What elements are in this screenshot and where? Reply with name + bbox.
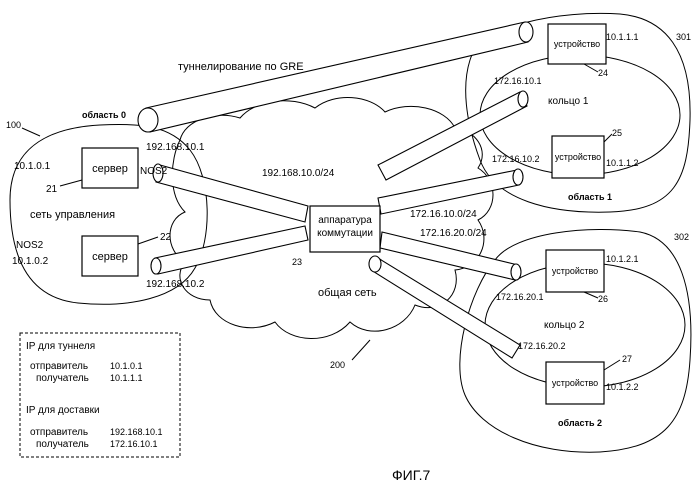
device27-label: устройство <box>552 378 598 388</box>
area1-ref: 301 <box>676 32 691 42</box>
device27-ref: 27 <box>622 354 632 364</box>
server1-netip: 192.168.10.1 <box>146 142 205 153</box>
device25-ip: 10.1.1.2 <box>606 158 639 168</box>
device24-ref: 24 <box>598 68 608 78</box>
area2-ref: 302 <box>674 232 689 242</box>
server2-ip: 10.1.0.2 <box>12 256 49 267</box>
server2-nos: NOS2 <box>16 240 44 251</box>
device26-label: устройство <box>552 266 598 276</box>
switch-label-1: аппаратура <box>318 215 372 226</box>
server1-ref: 21 <box>46 184 58 195</box>
public-network-ref-leader <box>352 340 370 360</box>
public-network-label: общая сеть <box>318 287 377 299</box>
legend-delivery-receiver-label: получатель <box>36 439 89 450</box>
legend-tunnel-title: IP для туннеля <box>26 341 95 352</box>
device24-label: устройство <box>554 39 600 49</box>
subnet-mgmt: 192.168.10.0/24 <box>262 168 335 179</box>
legend-tunnel-sender-label: отправитель <box>30 361 88 372</box>
legend-tunnel-receiver: 10.1.1.1 <box>110 373 143 383</box>
device26-ref: 26 <box>598 294 608 304</box>
server1-nos: NOS2 <box>140 166 168 177</box>
figure-caption: ФИГ.7 <box>392 467 430 483</box>
area0-ref: 100 <box>6 120 21 130</box>
ring1-label: кольцо 1 <box>548 96 589 107</box>
device25-ref-leader <box>604 134 612 142</box>
management-label: сеть управления <box>30 209 115 221</box>
device25-label: устройство <box>555 152 601 162</box>
area0-label: область 0 <box>82 110 126 120</box>
switch-label-2: коммутации <box>317 228 373 239</box>
subnet-ring2: 172.16.20.0/24 <box>420 228 487 239</box>
device26-ref-leader <box>584 292 598 298</box>
link-server2 <box>151 226 308 274</box>
server2-netip: 192.168.10.2 <box>146 279 205 290</box>
device24-ringip: 172.16.10.1 <box>494 76 542 86</box>
device24-ref-leader <box>584 64 598 72</box>
area1-label: область 1 <box>568 192 612 202</box>
legend-delivery-title: IP для доставки <box>26 405 100 416</box>
device25-ringip: 172.16.10.2 <box>492 154 540 164</box>
legend-delivery-receiver: 172.16.10.1 <box>110 439 158 449</box>
server1-label: сервер <box>92 163 128 175</box>
server2-ref-leader <box>138 237 158 244</box>
legend-tunnel-receiver-label: получатель <box>36 373 89 384</box>
device25-ref: 25 <box>612 128 622 138</box>
tunnel-label: туннелирование по GRE <box>178 61 304 73</box>
device27-ref-leader <box>604 360 620 370</box>
legend-delivery-sender: 192.168.10.1 <box>110 427 163 437</box>
public-network-ref: 200 <box>330 360 345 370</box>
device24-ip: 10.1.1.1 <box>606 32 639 42</box>
server2-label: сервер <box>92 251 128 263</box>
area0-ref-leader <box>22 128 40 136</box>
subnet-ring1: 172.16.10.0/24 <box>410 209 477 220</box>
ring2-label: кольцо 2 <box>544 320 585 331</box>
device26-ip: 10.1.2.1 <box>606 254 639 264</box>
server1-ip: 10.1.0.1 <box>14 161 51 172</box>
device26-ringip: 172.16.20.1 <box>496 292 544 302</box>
link-device25 <box>378 91 528 180</box>
link-ring1-b <box>378 169 523 214</box>
legend-delivery-sender-label: отправитель <box>30 427 88 438</box>
device27-ip: 10.1.2.2 <box>606 382 639 392</box>
server1-ref-leader <box>60 180 82 186</box>
switch-ref: 23 <box>292 257 302 267</box>
area2-label: область 2 <box>558 418 602 428</box>
device27-ringip: 172.16.20.2 <box>518 341 566 351</box>
server2-ref: 22 <box>160 232 172 243</box>
legend-tunnel-sender: 10.1.0.1 <box>110 361 143 371</box>
